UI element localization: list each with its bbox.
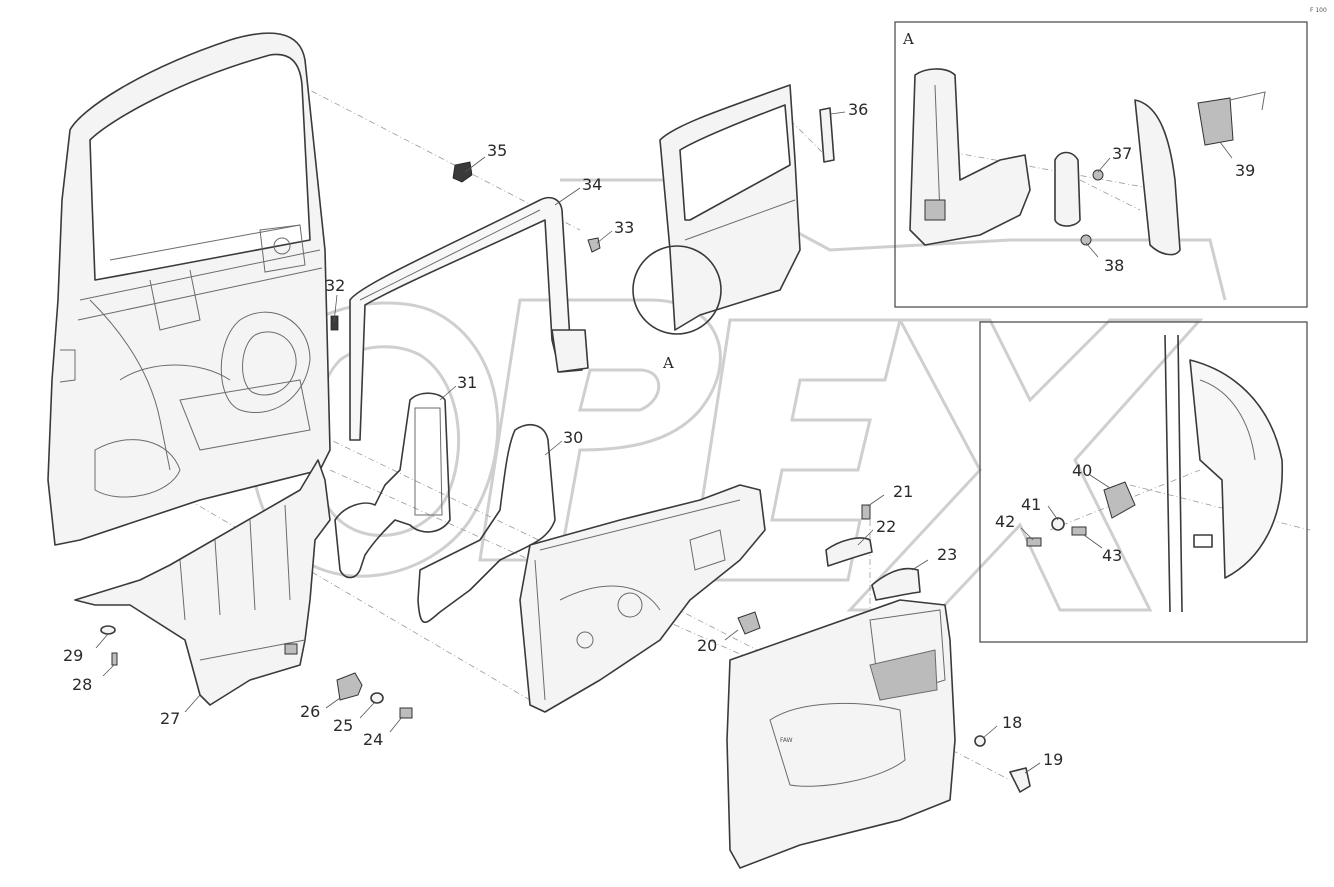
callout-labels: 35 34 33 32 31 30 29 28 27 26 25 24 20 2…	[63, 100, 1255, 769]
callout-25: 25	[333, 716, 353, 735]
callout-27: 27	[160, 709, 180, 728]
fasteners-28-29	[100, 625, 118, 666]
inset-a: A	[894, 21, 1308, 308]
callout-39: 39	[1235, 161, 1255, 180]
callout-38: 38	[1104, 256, 1124, 275]
callout-40: 40	[1072, 461, 1092, 480]
callout-29: 29	[63, 646, 83, 665]
callout-21: 21	[893, 482, 913, 501]
fasteners-24-25-26	[336, 672, 413, 719]
callout-20: 20	[697, 636, 717, 655]
callout-23: 23	[937, 545, 957, 564]
callout-24: 24	[363, 730, 383, 749]
part-31-seal	[334, 392, 451, 579]
parts-18-19	[974, 735, 1031, 793]
callout-37: 37	[1112, 144, 1132, 163]
part-34-trim	[349, 196, 589, 441]
leader-lines	[95, 111, 1233, 774]
callout-18: 18	[1002, 713, 1022, 732]
callout-42: 42	[995, 512, 1015, 531]
parts-20-23	[737, 504, 921, 635]
faw-logo: FAW	[780, 737, 793, 744]
corner-mark: F 100	[1310, 7, 1327, 14]
callout-32: 32	[325, 276, 345, 295]
inset-a-label: A	[902, 30, 914, 48]
door-inner-module	[519, 484, 766, 713]
part-30-sheet	[417, 424, 556, 623]
callout-26: 26	[300, 702, 320, 721]
inset-b	[979, 321, 1308, 643]
callout-36: 36	[848, 100, 868, 119]
callout-34: 34	[582, 175, 602, 194]
callout-22: 22	[876, 517, 896, 536]
detail-circle-label: A	[662, 354, 674, 372]
callout-43: 43	[1102, 546, 1122, 565]
callout-31: 31	[457, 373, 477, 392]
callout-19: 19	[1043, 750, 1063, 769]
callout-28: 28	[72, 675, 92, 694]
door-frame	[47, 32, 331, 546]
door-trim-panel: FAW	[726, 599, 956, 869]
part-27-panel	[74, 459, 331, 706]
door-shell: A	[632, 84, 801, 372]
callout-33: 33	[614, 218, 634, 237]
fasteners-33-35	[452, 161, 601, 253]
part-36-strip	[819, 107, 835, 163]
callout-30: 30	[563, 428, 583, 447]
callout-35: 35	[487, 141, 507, 160]
callout-41: 41	[1021, 495, 1041, 514]
